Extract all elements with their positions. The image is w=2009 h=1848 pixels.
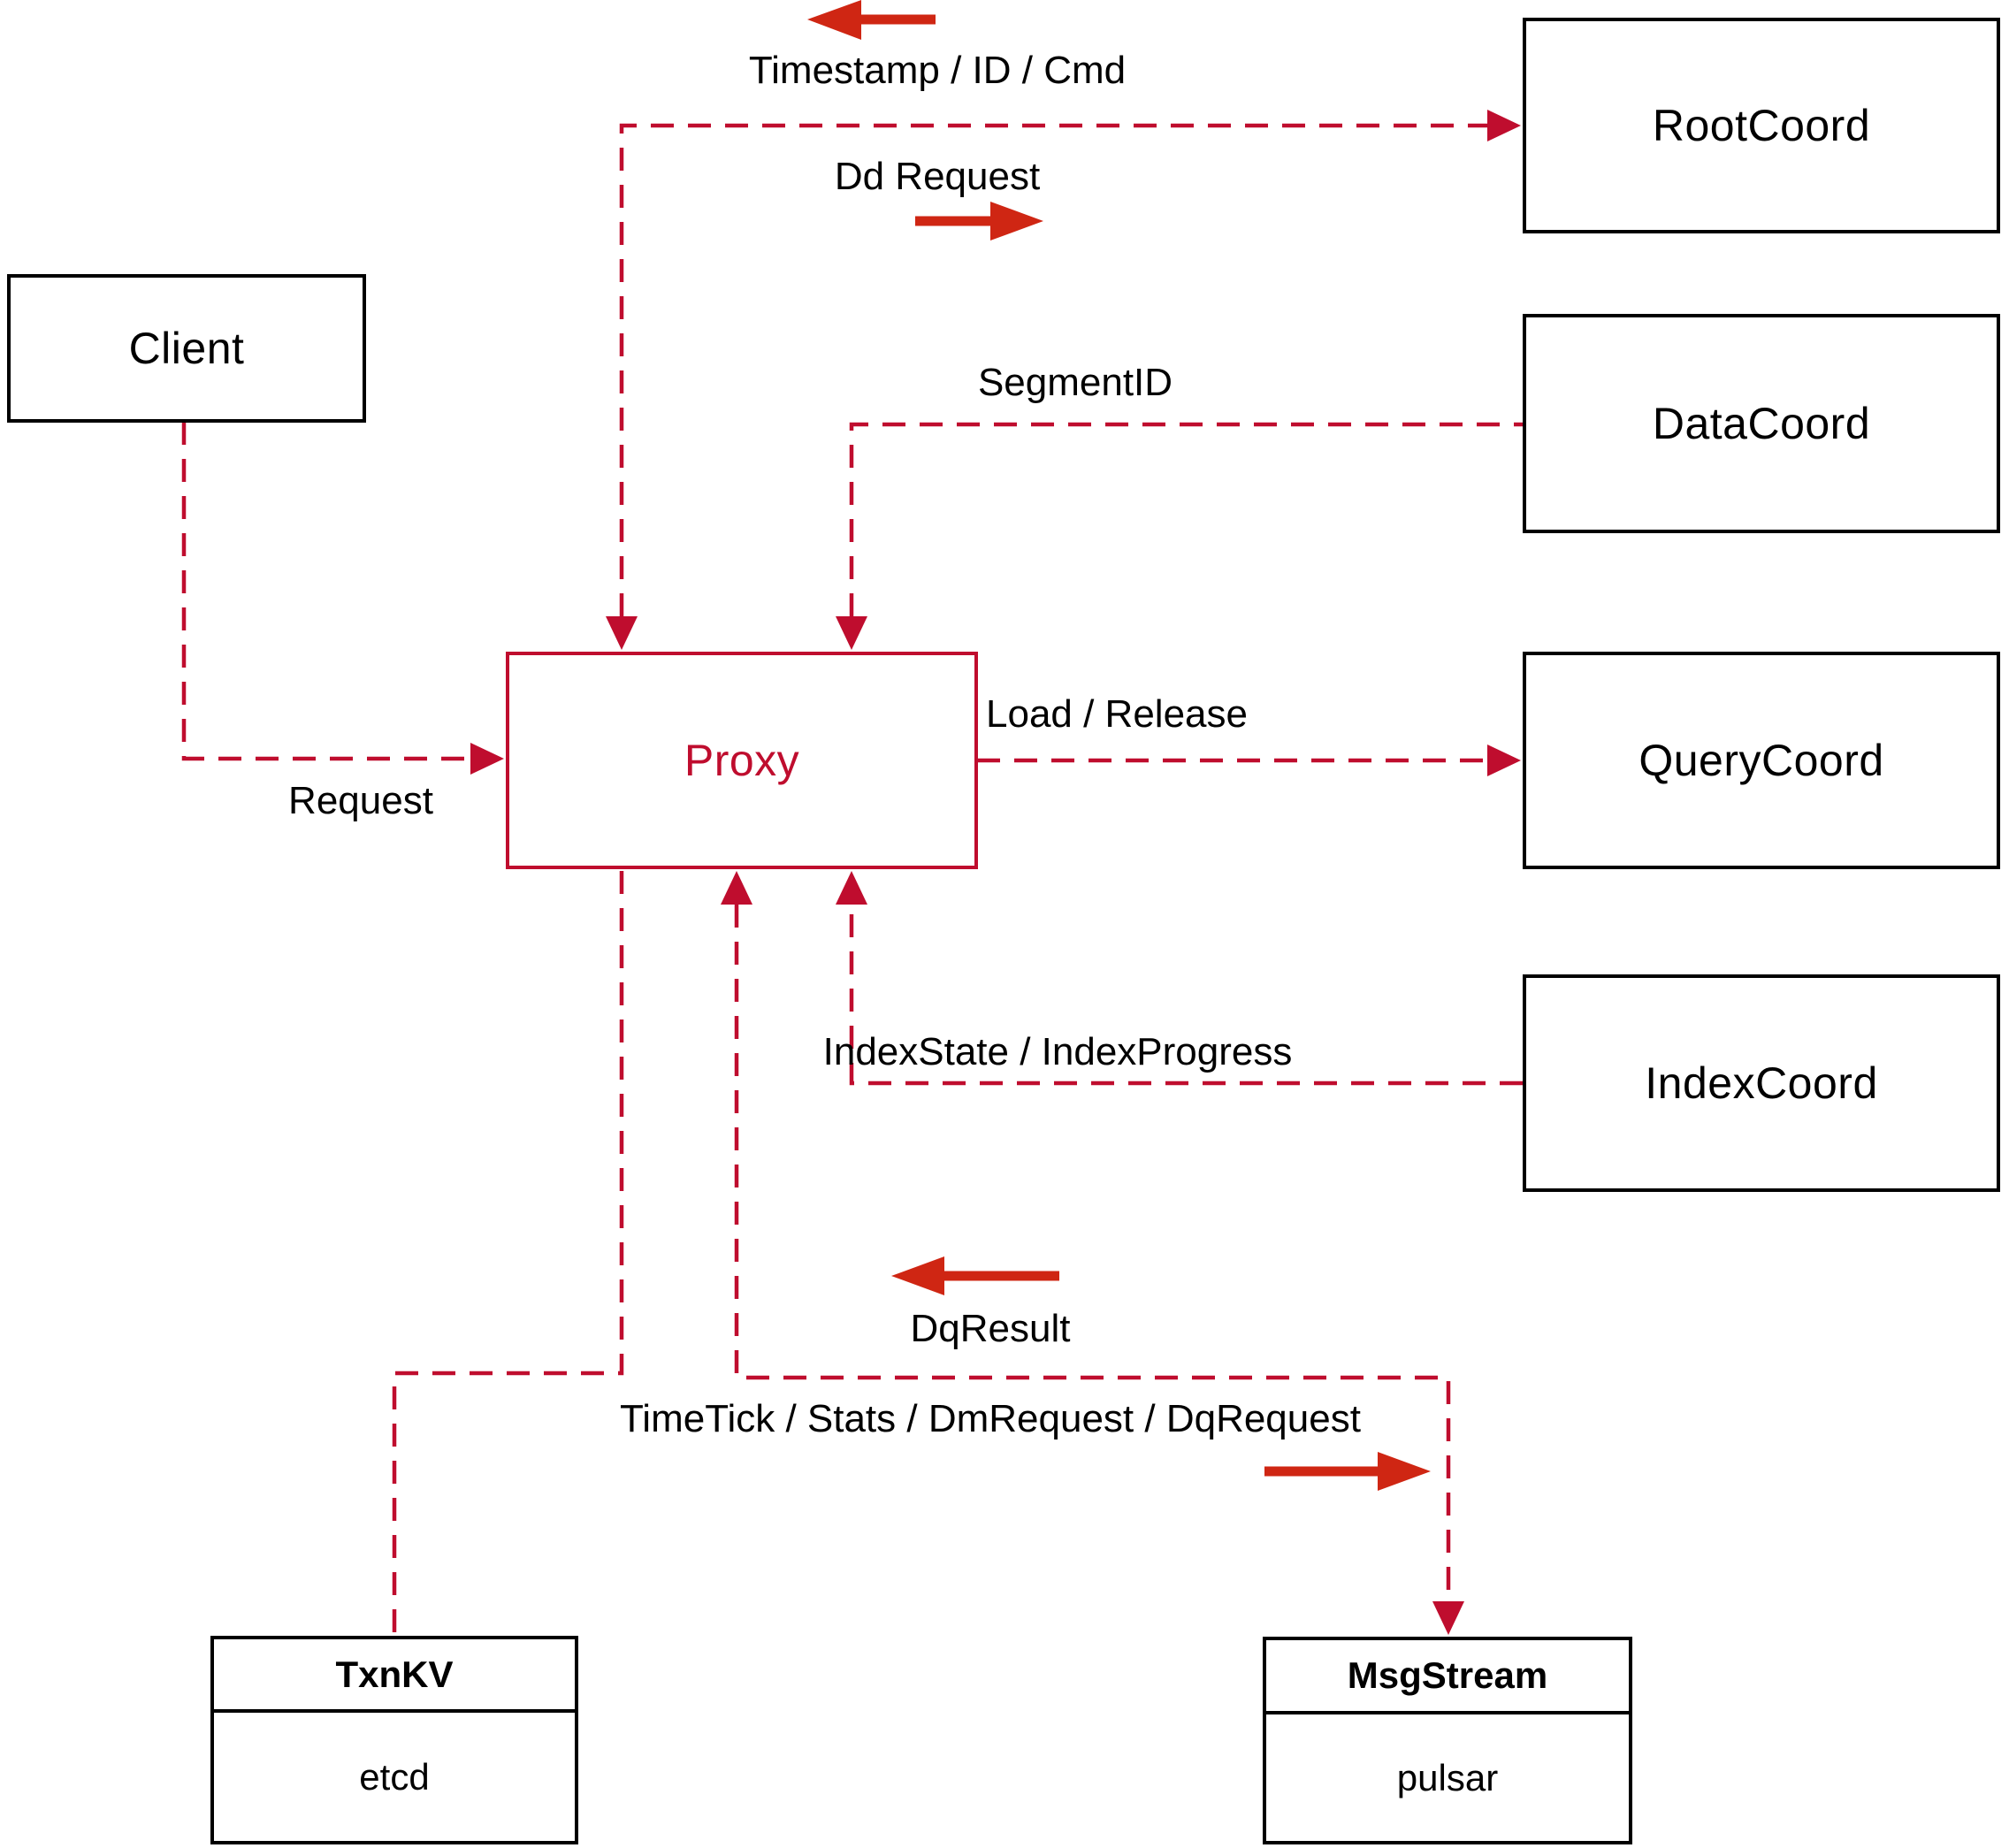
node-client-label: Client: [128, 324, 245, 373]
edge-indexcoord-proxy: [849, 905, 1523, 1086]
arrowhead-into-proxy-bottom-mid: [721, 871, 752, 905]
edge-label-segment-id: SegmentID: [977, 361, 1173, 404]
arrowhead-into-proxy-top-right: [836, 616, 867, 650]
node-msgstream-subtitle: pulsar: [1396, 1756, 1499, 1798]
node-proxy: Proxy: [506, 652, 978, 869]
node-msgstream: MsgStream pulsar: [1263, 1637, 1632, 1844]
edge-label-dq-result: DqResult: [910, 1307, 1071, 1350]
arrowhead-into-proxy-bottom-right: [836, 871, 867, 905]
edge-proxy-txnkv: [392, 871, 624, 1634]
node-txnkv: TxnKV etcd: [210, 1636, 578, 1844]
node-rootcoord: RootCoord: [1523, 18, 2000, 233]
edge-label-request: Request: [288, 779, 433, 822]
node-querycoord: QueryCoord: [1523, 652, 2000, 869]
node-datacoord-label: DataCoord: [1652, 399, 1871, 448]
node-msgstream-title: MsgStream: [1266, 1640, 1629, 1714]
edge-rootcoord-proxy: [619, 123, 1491, 616]
edge-label-timestamp-id-cmd: Timestamp / ID / Cmd: [748, 49, 1127, 92]
node-client: Client: [7, 274, 366, 423]
node-txnkv-subtitle: etcd: [359, 1755, 430, 1798]
edge-client-proxy: [181, 422, 472, 761]
timestamp-left-arrow-icon: [807, 0, 936, 40]
node-datacoord: DataCoord: [1523, 314, 2000, 533]
time-tick-right-arrow-icon: [1264, 1452, 1431, 1491]
edge-label-index-state-progress: IndexState / IndexProgress: [822, 1030, 1293, 1073]
arrowhead-into-msgstream: [1432, 1601, 1464, 1635]
arrowhead-into-proxy-left: [470, 743, 504, 775]
node-querycoord-label: QueryCoord: [1639, 736, 1884, 785]
node-rootcoord-label: RootCoord: [1652, 101, 1871, 150]
arrowhead-into-rootcoord: [1487, 110, 1521, 141]
edge-label-dd-request: Dd Request: [834, 155, 1041, 198]
edge-label-load-release: Load / Release: [986, 692, 1248, 736]
dd-request-right-arrow-icon: [915, 202, 1043, 241]
direction-arrows: [807, 0, 1431, 1491]
node-indexcoord: IndexCoord: [1523, 974, 2000, 1192]
edge-label-time-tick-stats: TimeTick / Stats / DmRequest / DqRequest: [620, 1397, 1361, 1440]
node-proxy-label: Proxy: [684, 736, 800, 785]
edge-datacoord-proxy: [849, 422, 1523, 616]
arrowhead-into-querycoord: [1487, 745, 1521, 776]
dq-result-left-arrow-icon: [891, 1256, 1059, 1295]
edge-proxy-msgstream: [734, 905, 1451, 1601]
node-txnkv-title: TxnKV: [214, 1639, 575, 1713]
node-indexcoord-label: IndexCoord: [1645, 1058, 1878, 1108]
arrowhead-into-proxy-top-left: [606, 616, 638, 650]
